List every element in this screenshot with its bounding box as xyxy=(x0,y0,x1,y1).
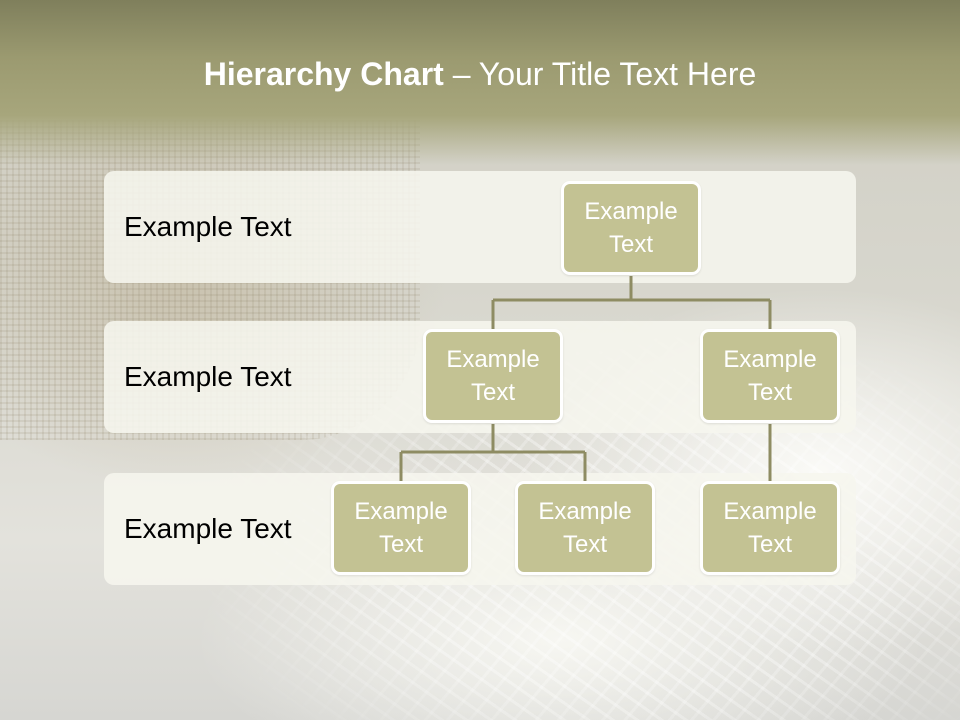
level-label-2: Example Text xyxy=(124,361,292,392)
node-level2-right[interactable]: Example Text xyxy=(700,329,840,423)
title-separator: – xyxy=(443,56,479,92)
node-level2-left-label: Example Text xyxy=(446,346,540,406)
node-level3-left-b[interactable]: Example Text xyxy=(515,481,655,575)
title-rest: Your Title Text Here xyxy=(478,56,757,92)
node-root[interactable]: Example Text xyxy=(561,181,701,275)
node-level3-right[interactable]: Example Text xyxy=(700,481,840,575)
node-level3-left-a[interactable]: Example Text xyxy=(331,481,471,575)
node-level3-right-label: Example Text xyxy=(723,498,817,558)
node-level2-left[interactable]: Example Text xyxy=(423,329,563,423)
level-label-3: Example Text xyxy=(124,513,292,544)
node-level3-left-b-label: Example Text xyxy=(538,498,632,558)
level-band-1: Example Text xyxy=(104,171,856,283)
title-band xyxy=(0,0,960,165)
node-root-label: Example Text xyxy=(584,198,678,258)
node-level3-left-a-label: Example Text xyxy=(354,498,448,558)
title-bold: Hierarchy Chart xyxy=(203,56,444,92)
level-label-1: Example Text xyxy=(124,211,292,242)
node-level2-right-label: Example Text xyxy=(723,346,817,406)
slide-title: Hierarchy Chart – Your Title Text Here xyxy=(0,52,960,96)
